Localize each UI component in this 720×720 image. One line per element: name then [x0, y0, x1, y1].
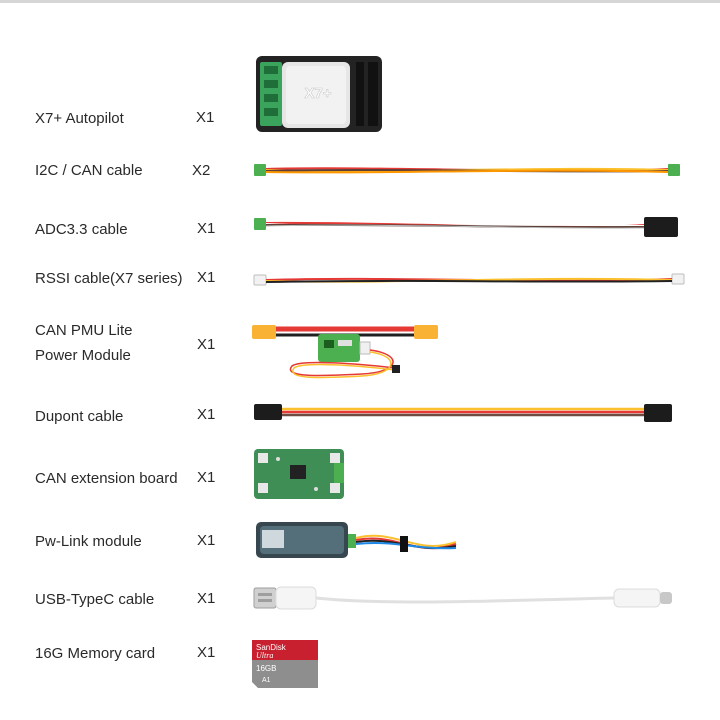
autopilot-image: X7+ [256, 56, 382, 132]
power-module-image [252, 325, 438, 379]
item-label-i2c-can-cable: I2C / CAN cable [35, 162, 143, 179]
item-label-power-module: CAN PMU Lite Power Module [35, 322, 133, 364]
item-qty-power-module: X1 [197, 336, 216, 353]
usb-typec-cable-image [253, 586, 672, 610]
item-qty-usb-typec-cable: X1 [197, 590, 216, 607]
item-qty-adc-cable: X1 [197, 220, 216, 237]
item-qty-memory-card: X1 [197, 644, 216, 661]
item-qty-rssi-cable: X1 [197, 269, 216, 286]
item-label-adc-cable: ADC3.3 cable [35, 221, 128, 238]
item-label-pw-link-module: Pw-Link module [35, 533, 142, 550]
sd-capacity: 16GB [256, 664, 276, 673]
item-label-usb-typec-cable: USB-TypeC cable [35, 591, 155, 608]
pw-link-module-image [256, 522, 457, 558]
item-qty-autopilot: X1 [196, 109, 215, 126]
dupont-cable-image [254, 404, 672, 422]
sd-line: Ultra [256, 651, 273, 660]
top-divider [0, 0, 720, 3]
item-qty-can-extension-board: X1 [197, 469, 216, 486]
item-qty-pw-link-module: X1 [197, 532, 216, 549]
item-label-memory-card: 16G Memory card [35, 645, 156, 662]
adc-cable-image [254, 217, 678, 237]
item-label-rssi-cable: RSSI cable(X7 series) [35, 270, 183, 287]
sd-marks: A1 [262, 677, 271, 684]
item-label-dupont-cable: Dupont cable [35, 408, 124, 425]
memory-card-image: SanDisk Ultra 16GB A1 [252, 640, 318, 688]
item-qty-i2c-can-cable: X2 [192, 162, 211, 179]
rssi-cable-image [253, 273, 685, 286]
item-label-can-extension-board: CAN extension board [35, 470, 178, 487]
item-qty-dupont-cable: X1 [197, 406, 216, 423]
sd-brand: SanDisk [256, 643, 287, 652]
can-extension-board-image [254, 449, 344, 499]
item-label-autopilot: X7+ Autopilot [35, 110, 124, 127]
autopilot-marking: X7+ [304, 85, 331, 102]
i2c-can-cable-image [254, 164, 680, 176]
